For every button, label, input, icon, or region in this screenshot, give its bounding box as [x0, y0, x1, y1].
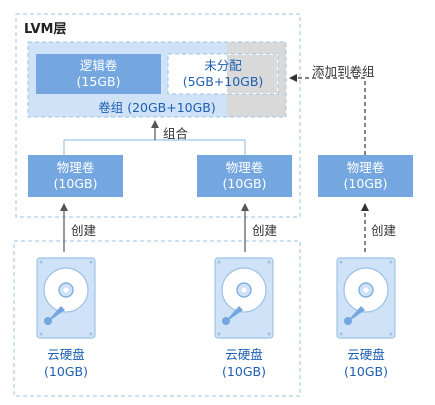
hard-disk-icon [214, 257, 274, 339]
logical-volume-box [36, 54, 161, 94]
pv-label-3: 物理卷 (10GB) [318, 155, 413, 197]
unallocated-label: 未分配 (5GB+10GB) [168, 54, 278, 94]
lvm-layer-title: LVM层 [24, 22, 67, 37]
pv-name: 物理卷 [225, 160, 264, 175]
unallocated-name: 未分配 [204, 58, 242, 73]
create-label-2: 创建 [252, 223, 278, 238]
disk-name: 云硬盘 [47, 347, 85, 362]
pv-label-1: 物理卷 (10GB) [28, 155, 123, 197]
logical-volume-size: (15GB) [76, 74, 121, 89]
combine-label: 组合 [163, 126, 189, 141]
add-to-vg-arrow [289, 74, 366, 155]
disk-label-2: 云硬盘 (10GB) [199, 346, 289, 380]
disk-size: (10GB) [44, 364, 88, 379]
pv-box-1 [28, 155, 123, 197]
disk-name: 云硬盘 [347, 347, 385, 362]
add-to-vg-label: 添加到卷组 [312, 64, 375, 79]
pv-box-3 [318, 155, 413, 197]
pv-name: 物理卷 [56, 160, 95, 175]
disk-size: (10GB) [222, 364, 266, 379]
create-label-1: 创建 [71, 223, 97, 238]
disk-size: (10GB) [344, 364, 388, 379]
logical-volume-name: 逻辑卷 [79, 58, 118, 73]
pv-size: (10GB) [53, 176, 98, 191]
volume-group-label: 卷组 (20GB+10GB) [98, 100, 216, 115]
hard-disk-icon [36, 257, 96, 339]
lvm-layer-box [15, 13, 301, 218]
pv-size: (10GB) [343, 176, 388, 191]
hard-disk-icon [336, 257, 396, 339]
pv-box-2 [197, 155, 292, 197]
logical-volume-label: 逻辑卷 (15GB) [36, 54, 161, 94]
disk-label-1: 云硬盘 (10GB) [21, 346, 111, 380]
disk-label-3: 云硬盘 (10GB) [321, 346, 411, 380]
create-label-3: 创建 [371, 223, 397, 238]
pv-size: (10GB) [222, 176, 267, 191]
pv-label-2: 物理卷 (10GB) [197, 155, 292, 197]
disk-name: 云硬盘 [225, 347, 263, 362]
cloud-disk-region [13, 240, 301, 397]
unallocated-size: (5GB+10GB) [182, 74, 264, 89]
pv-name: 物理卷 [346, 160, 385, 175]
